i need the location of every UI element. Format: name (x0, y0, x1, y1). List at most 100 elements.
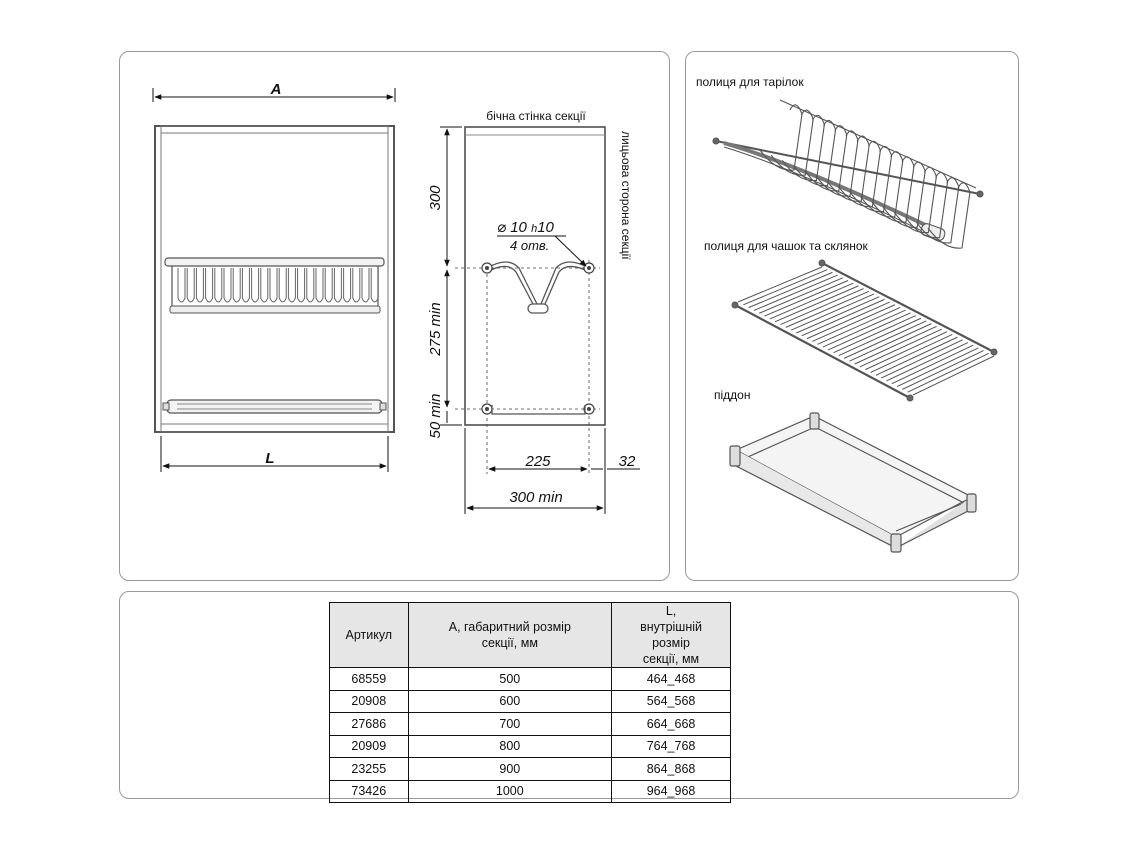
cup-shelf-rod (896, 347, 979, 387)
cup-shelf-rod (854, 325, 937, 365)
article-cell: 27686 (329, 712, 409, 736)
cup-shelf-rod (907, 352, 990, 393)
side-wall (464, 126, 606, 426)
plate-prong (905, 171, 949, 239)
cup-shelf-rod (817, 306, 901, 345)
cup-shelf-rod (743, 269, 828, 306)
l-size-cell: 864_868 (611, 757, 731, 781)
cup-shelf-rod (801, 298, 885, 337)
a-size-cell: 1000 (407, 779, 613, 803)
plate-finger (278, 268, 287, 303)
plate-shelf-image (712, 99, 984, 249)
cup-shelf-rod (886, 342, 969, 382)
dimension-32-label: 32 (619, 453, 636, 470)
plate-finger (260, 268, 269, 303)
article-cell: 20908 (329, 689, 409, 713)
plate-shelf-front (164, 257, 385, 314)
cup-shelf-rod (891, 344, 974, 385)
a-size-cell: 800 (407, 734, 613, 758)
a-size-cell: 500 (407, 667, 613, 691)
hanger-bracket (486, 261, 590, 314)
cup-shelf-image (731, 259, 998, 402)
plate-prong (793, 119, 837, 187)
plate-prong (770, 109, 814, 176)
cup-shelf-rod (785, 290, 870, 328)
cup-shelf-rod (849, 323, 932, 362)
plate-finger (251, 268, 260, 303)
a-size-cell: 700 (407, 712, 613, 736)
article-cell: 23255 (329, 757, 409, 781)
plate-prong (916, 177, 960, 244)
plate-prong (781, 114, 825, 182)
dimension-225-label: 225 (524, 453, 551, 470)
tray-profile (491, 405, 586, 415)
plate-prong (882, 161, 926, 228)
plate-finger (333, 268, 342, 303)
l-size-cell: 464_468 (611, 667, 731, 691)
cup-shelf-rod (875, 336, 958, 376)
plate-prong (927, 182, 971, 249)
plate-prong (826, 135, 870, 202)
cup-shelf-rod (843, 320, 927, 359)
plate-finger (306, 268, 315, 303)
cup-shelf-rod (769, 282, 854, 320)
plate-prong (871, 156, 915, 223)
header-a-size: А, габаритний розмір секції, мм (407, 602, 613, 668)
cup-shelf-rod (764, 280, 849, 317)
plate-finger (186, 268, 195, 303)
plate-shelf-label: полиця для тарілок (696, 75, 804, 89)
plate-finger (195, 268, 204, 303)
cup-shelf-rod (790, 293, 875, 331)
front-view: A L (152, 81, 396, 472)
dimension-l-label: L (265, 450, 274, 467)
cup-shelf-rod (737, 266, 823, 303)
cup-shelf-rod (822, 309, 906, 348)
plate-prong (815, 130, 859, 197)
plate-prong (804, 125, 848, 192)
plate-finger (315, 268, 324, 303)
dimension-a-label: A (270, 81, 282, 98)
cup-shelf-rod (748, 271, 833, 309)
dimension-300min-label: 300 min (509, 489, 562, 506)
dimension-50-label: 50 min (427, 393, 444, 438)
mounting-holes (481, 262, 595, 415)
tray-front (162, 399, 387, 414)
table-header-row: Артикул А, габаритний розмір секції, мм … (329, 602, 731, 668)
plate-finger (269, 268, 278, 303)
cup-shelf-rod (774, 285, 859, 323)
hole-spec-line2: 4 отв. (510, 238, 549, 253)
plate-prong (893, 166, 937, 234)
article-cell: 20909 (329, 734, 409, 758)
cup-shelf-rod (827, 312, 911, 351)
plate-finger (232, 268, 241, 303)
cup-shelf-rod (753, 274, 838, 311)
cup-shelf-rod (902, 350, 984, 390)
plate-finger (205, 268, 214, 303)
cup-shelf-rod (780, 288, 864, 326)
article-cell: 68559 (329, 667, 409, 691)
plate-finger (297, 268, 306, 303)
header-l-size: L, внутрішній розмір секції, мм (611, 602, 731, 668)
dimension-300-label: 300 (427, 185, 444, 211)
l-size-cell: 564_568 (611, 689, 731, 713)
a-size-cell: 600 (407, 689, 613, 713)
cup-shelf-rod (880, 339, 963, 379)
l-size-cell: 764_768 (611, 734, 731, 758)
cup-shelf-rod (865, 331, 948, 371)
plate-finger (241, 268, 250, 303)
l-size-cell: 664_668 (611, 712, 731, 736)
cup-shelf-label: полиця для чашок та склянок (704, 239, 869, 253)
plate-finger (287, 268, 296, 303)
cup-shelf-rod (806, 301, 890, 340)
plate-prong (860, 151, 904, 218)
plate-prong (759, 104, 803, 171)
cup-shelf-rod (838, 317, 922, 357)
plate-finger (361, 268, 370, 303)
side-wall-label: бічна стінка секції (486, 109, 586, 123)
